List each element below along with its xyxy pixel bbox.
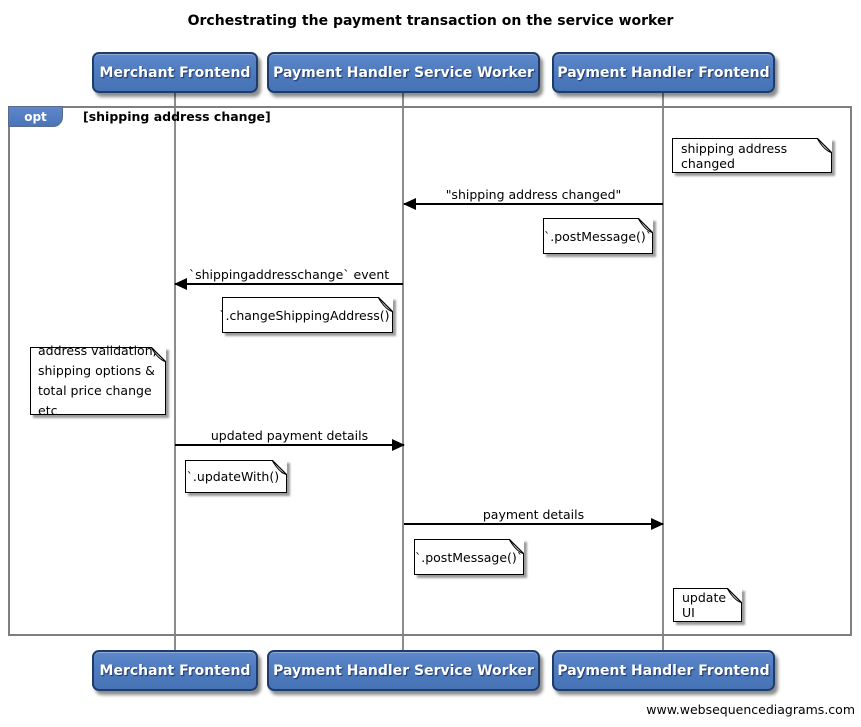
note-text: `.updateWith()` [186,469,286,484]
actor-payment-handler-service-worker-top: Payment Handler Service Worker [267,52,540,93]
note-update-ui: update UI [673,588,742,622]
note-fold-icon [509,539,524,554]
opt-frame-condition: [shipping address change] [83,109,271,124]
note-fold-icon [727,588,742,603]
arrowhead-right-icon [651,518,664,530]
actor-label: Payment Handler Service Worker [273,662,534,679]
note-text: update UI [682,590,727,620]
message-line [403,198,663,210]
actor-payment-handler-frontend-bottom: Payment Handler Frontend [552,650,775,691]
arrowhead-left-icon [174,278,187,290]
message-line [174,278,403,290]
note-fold-icon [272,460,287,475]
note-text: `.changeShippingAddress()` [219,307,396,323]
actor-label: Merchant Frontend [99,662,251,679]
actor-payment-handler-service-worker-bottom: Payment Handler Service Worker [267,650,540,691]
note-fold-icon [378,297,393,312]
actor-label: Payment Handler Frontend [557,662,770,679]
opt-frame: opt [shipping address change] [8,106,852,636]
note-postmessage-2: `.postMessage()` [414,539,524,575]
actor-payment-handler-frontend-top: Payment Handler Frontend [552,52,775,93]
message-shippingaddresschange-event: `shippingaddresschange` event [174,267,403,290]
message-label: "shipping address changed" [445,187,622,202]
actor-label: Merchant Frontend [99,64,251,81]
note-text: address validation, shipping options & t… [38,343,157,418]
note-fold-icon [638,218,653,233]
note-address-validation: address validation, shipping options & t… [30,343,166,418]
message-label: updated payment details [210,428,369,443]
message-line [175,439,405,451]
note-changeshippingaddress: `.changeShippingAddress()` [219,297,396,333]
message-shipping-address-changed: "shipping address changed" [403,187,663,210]
message-line [404,518,664,530]
arrowhead-left-icon [403,198,416,210]
actor-merchant-frontend-top: Merchant Frontend [92,52,258,93]
note-postmessage-1: `.postMessage()` [543,218,653,254]
actor-merchant-frontend-bottom: Merchant Frontend [92,650,258,691]
opt-frame-operator-tab: opt [8,106,63,127]
note-fold-icon [151,347,166,362]
note-text: shipping address changed [681,140,788,171]
websequencediagrams-watermark: www.websequencediagrams.com [646,702,855,717]
message-label: payment details [482,507,585,522]
diagram-title: Orchestrating the payment transaction on… [187,13,674,29]
actor-label: Payment Handler Frontend [557,64,770,81]
note-shipping-address-changed: shipping address changed [672,138,832,173]
note-text: `.postMessage()` [544,228,653,244]
note-updatewith: `.updateWith()` [185,460,287,493]
lifeline-merchant-frontend [174,93,176,650]
arrowhead-right-icon [392,439,405,451]
message-payment-details: payment details [404,507,664,530]
lifeline-payment-handler-frontend [662,93,664,650]
actor-label: Payment Handler Service Worker [273,64,534,81]
message-updated-payment-details: updated payment details [175,428,405,451]
note-text: `.postMessage()` [415,549,524,565]
note-fold-icon [817,138,832,153]
lifeline-payment-handler-service-worker [402,93,404,650]
message-label: `shippingaddresschange` event [188,267,390,282]
